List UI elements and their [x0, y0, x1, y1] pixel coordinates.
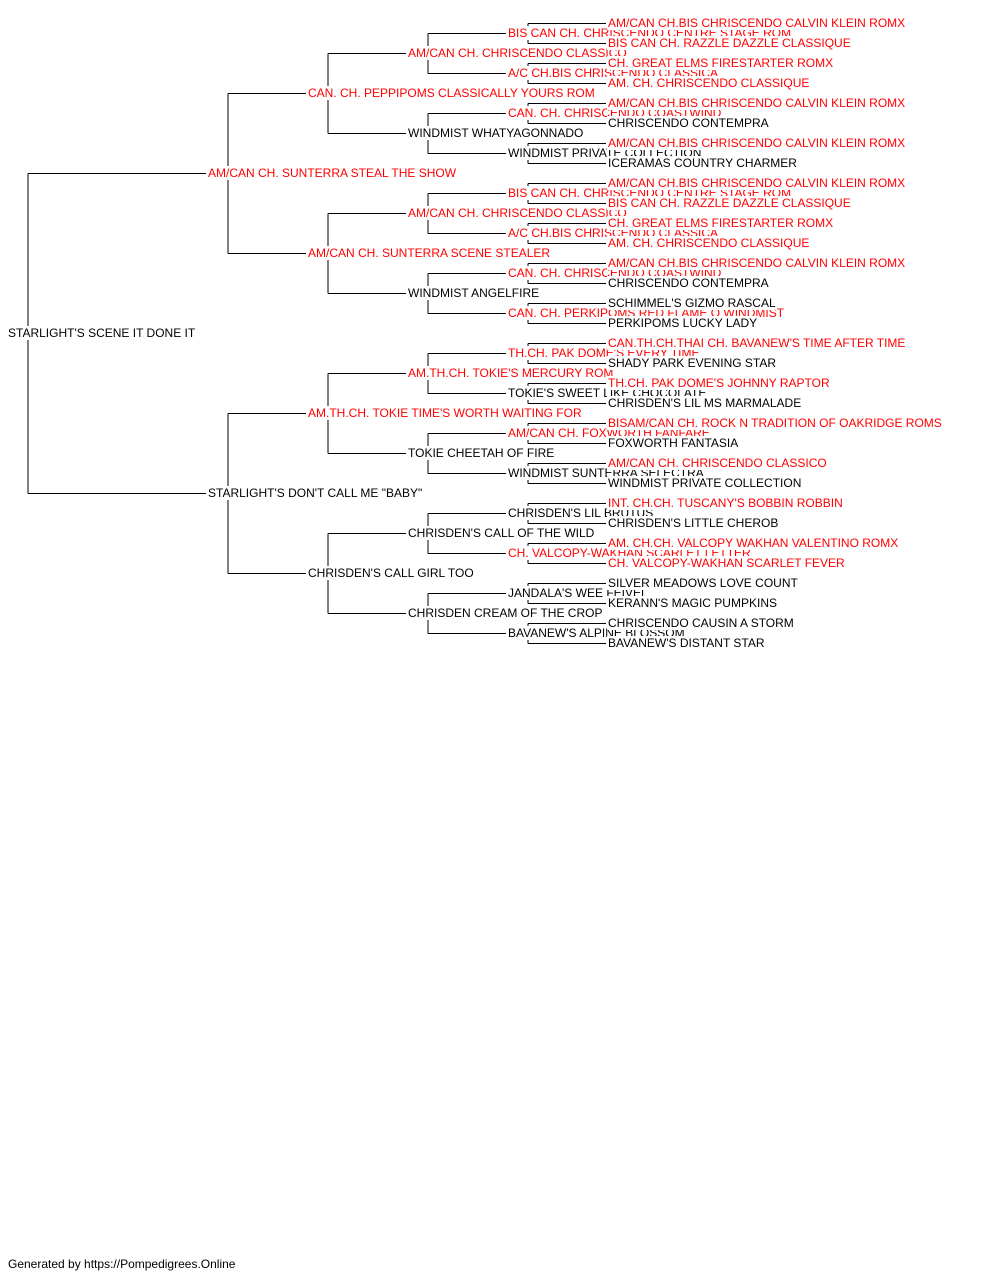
ancestor-name-gen5: CHRISDEN'S LITTLE CHEROB — [607, 516, 780, 530]
ancestor-name-gen5: WINDMIST PRIVATE COLLECTION — [607, 476, 803, 490]
ancestor-name-gen5: CHRISDEN'S LIL MS MARMALADE — [607, 396, 803, 410]
ancestor-name-gen3: CHRISDEN'S CALL OF THE WILD — [407, 526, 596, 540]
ancestor-name-gen2: CAN. CH. PEPPIPOMS CLASSICALLY YOURS ROM — [307, 86, 596, 100]
ancestor-name-gen5: SHADY PARK EVENING STAR — [607, 356, 778, 370]
ancestor-name-gen5: TH.CH. PAK DOME'S JOHNNY RAPTOR — [607, 376, 831, 390]
ancestor-name-gen2: CHRISDEN'S CALL GIRL TOO — [307, 566, 475, 580]
ancestor-name-gen5: CHRISCENDO CAUSIN A STORM — [607, 616, 795, 630]
ancestor-name-gen5: CHRISCENDO CONTEMPRA — [607, 276, 770, 290]
ancestor-name-gen5: CH. VALCOPY-WAKHAN SCARLET FEVER — [607, 556, 846, 570]
ancestor-name-gen3: WINDMIST WHATYAGONNADO — [407, 126, 585, 140]
ancestor-name-gen3: AM/CAN CH. CHRISCENDO CLASSICO — [407, 206, 628, 220]
ancestor-name-gen5: AM. CH.CH. VALCOPY WAKHAN VALENTINO ROMX — [607, 536, 900, 550]
ancestor-name-gen5: BAVANEW'S DISTANT STAR — [607, 636, 766, 650]
subject-dog-name: STARLIGHT'S SCENE IT DONE IT — [7, 326, 197, 340]
ancestor-name-gen5: AM/CAN CH.BIS CHRISCENDO CALVIN KLEIN RO… — [607, 256, 907, 270]
ancestor-name-gen5: BISAM/CAN CH. ROCK N TRADITION OF OAKRID… — [607, 416, 943, 430]
ancestor-name-gen5: FOXWORTH FANTASIA — [607, 436, 740, 450]
ancestor-name-gen2: AM/CAN CH. SUNTERRA SCENE STEALER — [307, 246, 552, 260]
ancestor-name-gen5: AM/CAN CH.BIS CHRISCENDO CALVIN KLEIN RO… — [607, 16, 907, 30]
ancestor-name-gen3: AM/CAN CH. CHRISCENDO CLASSICO — [407, 46, 628, 60]
ancestor-name-gen5: AM/CAN CH.BIS CHRISCENDO CALVIN KLEIN RO… — [607, 96, 907, 110]
ancestor-name-gen5: BIS CAN CH. RAZZLE DAZZLE CLASSIQUE — [607, 36, 852, 50]
ancestor-name-gen5: AM/CAN CH. CHRISCENDO CLASSICO — [607, 456, 828, 470]
ancestor-name-gen5: KERANN'S MAGIC PUMPKINS — [607, 596, 778, 610]
ancestor-name-gen5: ICERAMAS COUNTRY CHARMER — [607, 156, 798, 170]
ancestor-name-gen5: CAN.TH.CH.THAI CH. BAVANEW'S TIME AFTER … — [607, 336, 907, 350]
ancestor-name-gen5: BIS CAN CH. RAZZLE DAZZLE CLASSIQUE — [607, 196, 852, 210]
generated-by-footer: Generated by https://Pompedigrees.Online — [8, 1257, 236, 1271]
ancestor-name-gen5: SCHIMMEL'S GIZMO RASCAL — [607, 296, 777, 310]
ancestor-name-gen3: CHRISDEN CREAM OF THE CROP — [407, 606, 604, 620]
ancestor-name-gen3: WINDMIST ANGELFIRE — [407, 286, 541, 300]
ancestor-name-gen1: STARLIGHT'S DON'T CALL ME "BABY" — [207, 486, 424, 500]
ancestor-name-gen5: INT. CH.CH. TUSCANY'S BOBBIN ROBBIN — [607, 496, 844, 510]
ancestor-name-gen5: CH. GREAT ELMS FIRESTARTER ROMX — [607, 56, 835, 70]
ancestor-name-gen3: AM.TH.CH. TOKIE'S MERCURY ROM — [407, 366, 615, 380]
ancestor-name-gen5: AM. CH. CHRISCENDO CLASSIQUE — [607, 76, 811, 90]
ancestor-name-gen1: AM/CAN CH. SUNTERRA STEAL THE SHOW — [207, 166, 458, 180]
ancestor-name-gen5: SILVER MEADOWS LOVE COUNT — [607, 576, 799, 590]
ancestor-name-gen2: AM.TH.CH. TOKIE TIME'S WORTH WAITING FOR — [307, 406, 583, 420]
ancestor-name-gen5: PERKIPOMS LUCKY LADY — [607, 316, 759, 330]
ancestor-name-gen5: AM. CH. CHRISCENDO CLASSIQUE — [607, 236, 811, 250]
ancestor-name-gen5: CHRISCENDO CONTEMPRA — [607, 116, 770, 130]
ancestor-name-gen5: CH. GREAT ELMS FIRESTARTER ROMX — [607, 216, 835, 230]
ancestor-name-gen5: AM/CAN CH.BIS CHRISCENDO CALVIN KLEIN RO… — [607, 176, 907, 190]
ancestor-name-gen5: AM/CAN CH.BIS CHRISCENDO CALVIN KLEIN RO… — [607, 136, 907, 150]
ancestor-name-gen3: TOKIE CHEETAH OF FIRE — [407, 446, 556, 460]
